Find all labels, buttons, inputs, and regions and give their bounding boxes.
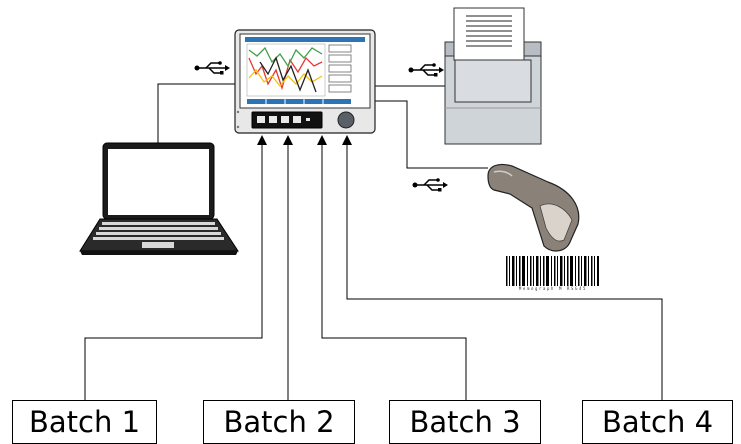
usb-icon: [408, 63, 444, 77]
batch-1-link: [84, 135, 267, 400]
batch-1-box: Batch 1: [12, 400, 157, 444]
chart-trace-yellow: [248, 68, 323, 88]
usb-icon: [194, 61, 230, 75]
printer-icon: [444, 7, 542, 145]
batch-4-box: Batch 4: [582, 400, 733, 444]
barcode-caption: Memograph M RSG45: [518, 286, 588, 291]
laptop-icon: [79, 142, 239, 255]
batch-3-label: Batch 3: [409, 404, 521, 439]
chart-trace-black: [259, 56, 317, 93]
barcode-icon: [506, 256, 599, 286]
data-recorder-icon: [234, 29, 376, 134]
batch-3-link: [317, 135, 467, 400]
batch-4-label: Batch 4: [601, 404, 714, 439]
scanner-link: [375, 100, 488, 169]
chart-trace-red: [248, 56, 323, 91]
chart-trace-green: [248, 46, 323, 68]
batch-4-link: [342, 135, 663, 400]
laptop-link: [157, 83, 235, 148]
connection-lines: [84, 83, 663, 400]
batch-2-label: Batch 2: [223, 404, 335, 439]
batch-2-box: Batch 2: [203, 400, 355, 444]
keyboard: [93, 222, 224, 240]
batch-1-label: Batch 1: [28, 404, 141, 439]
batch-3-box: Batch 3: [389, 400, 541, 444]
barcode-scanner-icon: [487, 163, 580, 252]
usb-icon: [412, 178, 448, 192]
